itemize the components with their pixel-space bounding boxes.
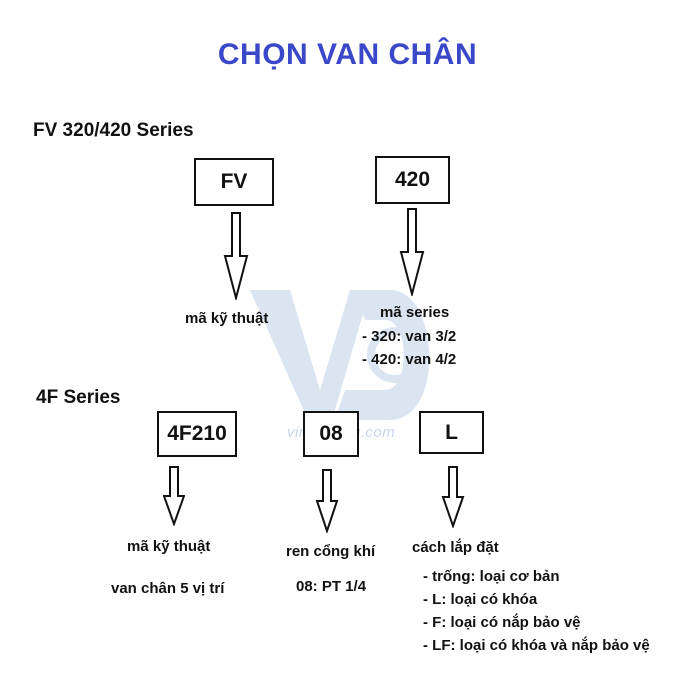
fv-box: FV <box>194 158 274 206</box>
f4-code-box: 4F210 <box>157 411 237 457</box>
fv-down-arrow <box>223 212 249 300</box>
page-title: CHỌN VAN CHÂN <box>217 38 478 71</box>
series-option-420: - 420: van 4/2 <box>362 351 457 368</box>
mount-option-lf: - LF: loại có khóa và nắp bảo vệ <box>423 637 650 654</box>
fv-code-label: mã kỹ thuật <box>185 310 269 327</box>
mount-box: L <box>419 411 484 454</box>
series-box: 420 <box>375 156 450 204</box>
mount-option-f: - F: loại có nắp bảo vệ <box>423 614 581 631</box>
f4-code-label: mã kỹ thuật <box>127 538 211 555</box>
f4-code-down-arrow <box>163 466 185 526</box>
f4-section-heading: 4F Series <box>36 387 121 408</box>
thread-down-arrow <box>315 469 339 533</box>
thread-label: ren cổng khí <box>286 543 376 560</box>
fv-section-heading: FV 320/420 Series <box>33 120 194 141</box>
mount-label: cách lắp đặt <box>412 539 499 556</box>
thread-note: 08: PT 1/4 <box>296 578 367 595</box>
mount-down-arrow <box>441 466 465 528</box>
f4-code-note: van chân 5 vị trí <box>111 580 225 597</box>
series-option-320: - 320: van 3/2 <box>362 328 457 345</box>
thread-box: 08 <box>303 411 359 457</box>
mount-option-l: - L: loại có khóa <box>423 591 538 608</box>
series-label: mã series <box>380 304 450 321</box>
mount-option-blank: - trống: loại cơ bản <box>423 568 560 585</box>
series-down-arrow <box>399 208 425 296</box>
